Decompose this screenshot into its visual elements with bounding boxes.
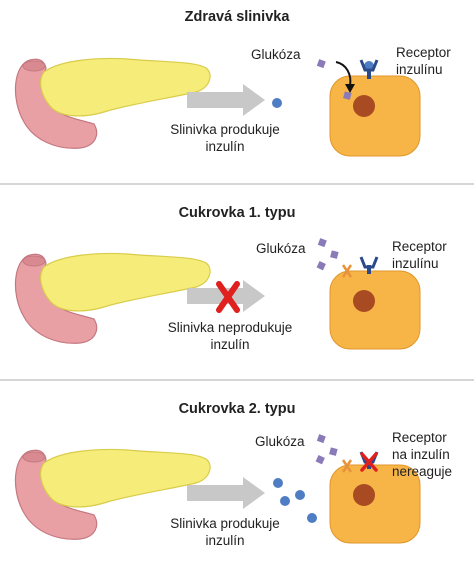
caption: Slinivka produkuje inzulín xyxy=(150,515,300,549)
caption-line2: inzulín xyxy=(210,337,250,352)
panel-type2: Cukrovka 2. typu xyxy=(0,381,474,569)
receptor-label-line2: na inzulín xyxy=(392,447,450,462)
type2-illustration xyxy=(14,434,421,544)
glucose-molecule xyxy=(316,59,326,69)
glucose-molecule xyxy=(343,91,352,100)
panel-healthy: Zdravá slinivka Gluk xyxy=(0,0,474,182)
glucose-molecule xyxy=(316,434,326,444)
insulin-molecule xyxy=(272,98,282,108)
panel-title: Cukrovka 2. typu xyxy=(178,401,296,417)
pancreas-icon xyxy=(14,252,211,344)
nucleus-icon xyxy=(353,484,375,506)
glucose-molecule xyxy=(316,261,326,271)
cell-icon xyxy=(329,464,421,544)
glucose-molecule xyxy=(315,455,325,465)
cell-icon xyxy=(329,75,421,157)
glucose-label: Glukóza xyxy=(256,241,306,256)
caption: Slinivka neprodukuje inzulín xyxy=(145,319,315,353)
receptor-label: Receptor na inzulín nereaguje xyxy=(392,429,452,480)
divider xyxy=(0,183,474,185)
pancreas-icon xyxy=(14,448,211,540)
nucleus-icon xyxy=(353,290,375,312)
caption-line1: Slinivka produkuje xyxy=(170,122,280,137)
insulin-molecule xyxy=(307,513,317,523)
insulin-molecule xyxy=(295,490,305,500)
caption-line1: Slinivka neprodukuje xyxy=(167,320,293,335)
cell-icon xyxy=(329,270,421,350)
type1-illustration xyxy=(14,238,421,350)
receptor-label-line2: inzulínu xyxy=(392,256,439,271)
receptor-label-line1: Receptor xyxy=(392,239,447,254)
receptor-label: Receptor inzulínu xyxy=(396,44,451,78)
insulin-receptor-icon xyxy=(359,256,379,274)
blocked-x-icon xyxy=(216,281,240,313)
panel-title: Cukrovka 1. typu xyxy=(178,205,296,221)
divider xyxy=(0,379,474,381)
glucose-label: Glukóza xyxy=(255,434,305,449)
glucose-molecule xyxy=(317,238,327,248)
pancreas-icon xyxy=(14,57,211,149)
receptor-label-line1: Receptor xyxy=(396,45,451,60)
healthy-illustration xyxy=(14,57,421,157)
receptor-label: Receptor inzulínu xyxy=(392,238,447,272)
panel-type1: Cukrovka 1. typu xyxy=(0,185,474,378)
glucose-label: Glukóza xyxy=(251,47,301,62)
glucose-molecule xyxy=(330,250,339,259)
caption-line2: inzulín xyxy=(205,139,245,154)
caption-line1: Slinivka produkuje xyxy=(170,516,280,531)
caption: Slinivka produkuje inzulín xyxy=(150,121,300,155)
caption-line2: inzulín xyxy=(205,533,245,548)
glucose-molecule xyxy=(329,447,338,456)
arrow-icon xyxy=(187,477,265,509)
blocked-x-icon xyxy=(360,452,378,472)
panel-title: Zdravá slinivka xyxy=(184,9,290,25)
insulin-receptor-icon xyxy=(359,59,379,79)
glucose-transporter-icon xyxy=(341,264,353,278)
arrow-icon xyxy=(187,84,265,116)
entry-arrow-icon xyxy=(335,61,352,87)
receptor-label-line3: nereaguje xyxy=(392,464,453,479)
glucose-transporter-icon xyxy=(341,459,353,473)
receptor-label-line1: Receptor xyxy=(392,430,447,445)
nucleus-icon xyxy=(353,95,375,117)
insulin-molecule xyxy=(273,478,283,488)
insulin-molecule xyxy=(280,496,290,506)
receptor-label-line2: inzulínu xyxy=(396,62,443,77)
